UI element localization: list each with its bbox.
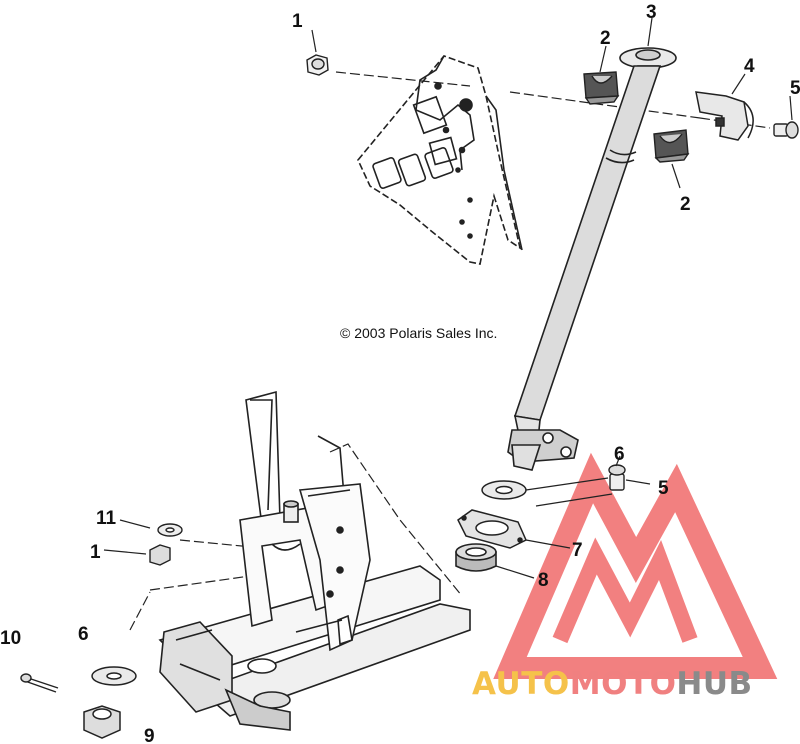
leader-lines-lower — [103, 17, 793, 579]
nut-lower — [149, 544, 171, 566]
chassis-frame — [158, 390, 471, 731]
clamp — [695, 91, 754, 141]
flange-plate — [457, 509, 527, 549]
steering-mount-bracket — [357, 55, 523, 265]
watermark-text: AUTOMOTOHUB — [472, 666, 753, 702]
watermark-moto: MOTO — [570, 666, 677, 702]
automotohub-logo — [493, 452, 778, 679]
bushing-upper — [583, 71, 620, 105]
watermark-hub: HUB — [676, 666, 752, 702]
callout-6-middle: 6 — [614, 444, 625, 465]
callout-8: 8 — [538, 570, 549, 591]
bearing-ring — [455, 543, 497, 572]
copyright-text: © 2003 Polaris Sales Inc. — [340, 325, 497, 341]
callout-11: 11 — [96, 508, 117, 529]
bushing-lower — [653, 129, 690, 163]
watermark-auto: AUTO — [472, 666, 570, 702]
washer-small — [157, 523, 183, 537]
callout-7: 7 — [572, 540, 583, 561]
callout-9: 9 — [144, 726, 155, 744]
nut-top — [306, 54, 329, 76]
callout-3: 3 — [646, 2, 657, 23]
cotter-pin — [20, 673, 59, 693]
callout-2-upper: 2 — [600, 28, 611, 49]
callout-5-lower: 5 — [658, 478, 669, 499]
callout-6-lower: 6 — [78, 624, 89, 645]
washer-middle — [481, 480, 527, 500]
callout-10: 10 — [0, 628, 21, 649]
bolt-lower — [608, 464, 626, 491]
steering-post — [507, 47, 677, 471]
callout-5-upper: 5 — [790, 78, 800, 99]
callout-4: 4 — [744, 56, 755, 77]
callout-2-lower: 2 — [680, 194, 691, 215]
bolt-upper — [773, 121, 799, 139]
castle-nut — [83, 705, 121, 739]
callout-1-lower: 1 — [90, 542, 101, 563]
washer-lower — [91, 666, 137, 686]
callout-1-top: 1 — [292, 11, 303, 32]
